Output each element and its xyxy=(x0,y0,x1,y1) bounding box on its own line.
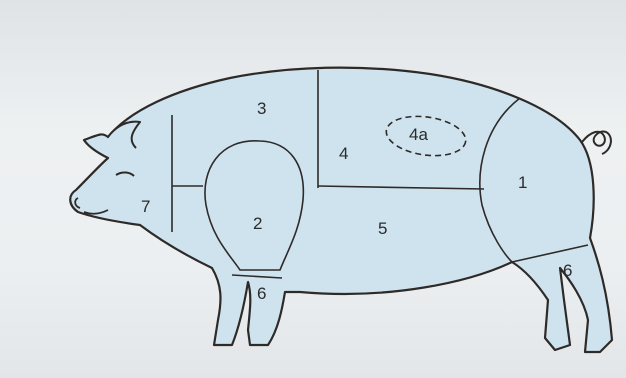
cut-6-rear-label: 6 xyxy=(563,261,572,280)
cut-5-label: 5 xyxy=(378,219,387,238)
cut-2-label: 2 xyxy=(253,214,262,233)
cut-6-front-label: 6 xyxy=(257,284,266,303)
cut-7-label: 7 xyxy=(141,197,150,216)
cut-4-label: 4 xyxy=(339,144,348,163)
cut-3-label: 3 xyxy=(257,99,266,118)
pig-body xyxy=(70,68,612,352)
cut-4a-label: 4a xyxy=(409,125,428,144)
cut-1-label: 1 xyxy=(518,173,527,192)
